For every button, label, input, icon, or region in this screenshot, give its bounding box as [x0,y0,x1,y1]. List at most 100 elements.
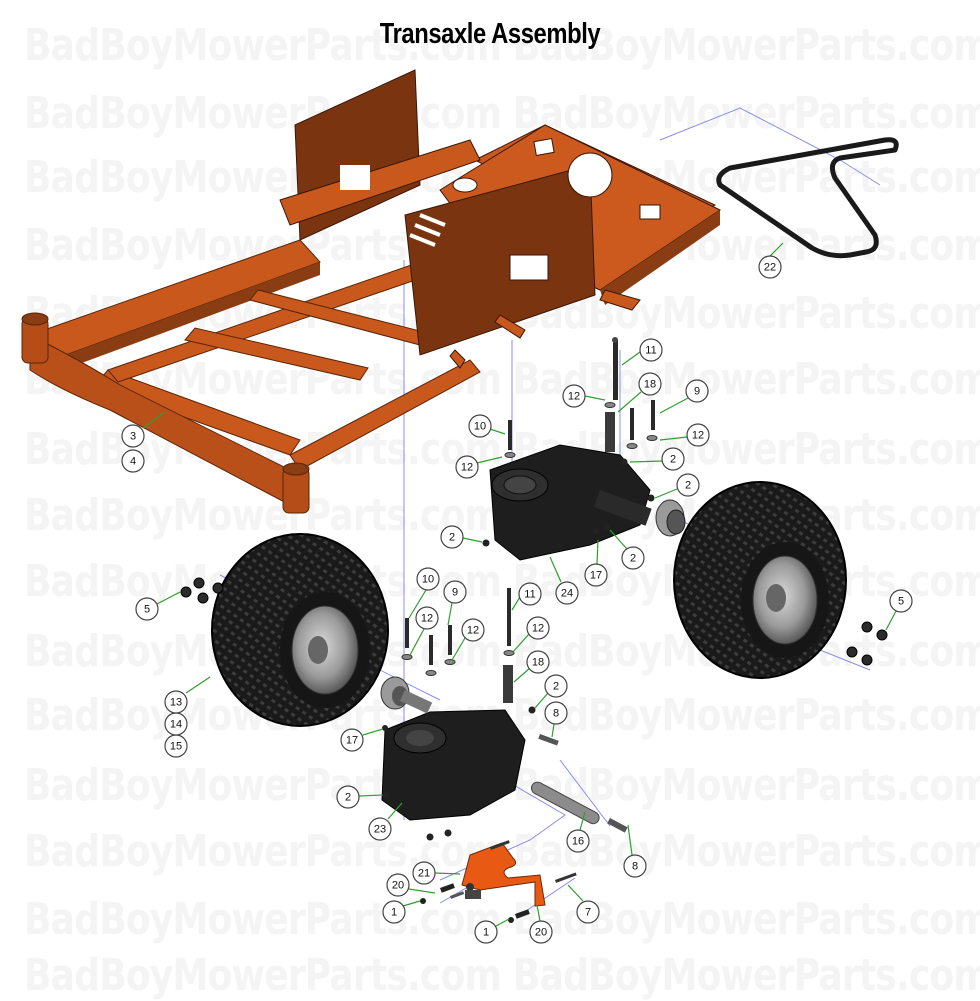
callout-1: 1 [382,900,406,924]
callout-10: 10 [468,414,492,438]
callout-circle [661,447,685,471]
callout-number: 11 [645,345,656,357]
callout-8: 8 [544,701,568,725]
callout-circle [639,338,663,362]
callout-13: 13 [164,690,188,714]
callout-2: 2 [661,447,685,471]
callout-number: 2 [685,480,691,492]
callout-number: 11 [524,589,535,601]
callout-number: 18 [532,657,544,669]
callout-2: 2 [676,473,700,497]
callout-12: 12 [455,455,479,479]
callout-circle [576,900,600,924]
callout-circle [382,900,406,924]
callout-circle [135,597,159,621]
callout-8: 8 [623,854,647,878]
callout-23: 23 [368,817,392,841]
callout-number: 2 [345,792,351,804]
bracket [420,840,577,923]
callout-number: 17 [590,570,602,582]
callout-15: 15 [164,734,188,758]
callout-circle [584,563,608,587]
rear-wheel-right [673,481,847,679]
callout-12: 12 [461,618,485,642]
callout-21: 21 [412,861,436,885]
callout-number: 8 [632,861,638,873]
callout-circle [386,873,410,897]
callout-1: 1 [474,920,498,944]
callout-11: 11 [518,582,542,606]
callout-14: 14 [164,712,188,736]
callout-circle [121,424,145,448]
callout-number: 23 [374,824,386,836]
callout-circle [440,525,464,549]
callout-17: 17 [340,728,364,752]
callout-11: 11 [639,338,663,362]
rear-wheel-left [211,533,389,727]
callout-18: 18 [526,650,550,674]
callout-circle [526,616,550,640]
callout-number: 9 [452,587,458,599]
callout-circle [121,449,145,473]
callout-4: 4 [121,449,145,473]
callout-circle [676,473,700,497]
callout-24: 24 [555,581,579,605]
callout-12: 12 [415,606,439,630]
callout-circle [526,650,550,674]
callout-22: 22 [758,255,782,279]
callout-circle [461,618,485,642]
callout-circle [455,455,479,479]
callout-number: 20 [392,880,404,892]
callout-10: 10 [416,567,440,591]
callout-circle [164,734,188,758]
callout-number: 10 [474,421,486,433]
callout-circle [468,414,492,438]
callout-number: 16 [572,836,584,848]
callout-2: 2 [440,525,464,549]
callout-2: 2 [544,674,568,698]
callout-number: 15 [170,741,182,753]
callout-9: 9 [443,580,467,604]
callout-circle [566,829,590,853]
drive-belt [716,137,899,259]
callout-number: 12 [532,623,544,635]
callout-number: 1 [483,927,489,939]
callout-circle [686,423,710,447]
callout-number: 4 [130,456,136,468]
callout-3: 3 [121,424,145,448]
callout-5: 5 [889,589,913,613]
lug-nuts [180,577,888,666]
callout-circle [443,580,467,604]
callout-circle [416,567,440,591]
callout-number: 1 [391,907,397,919]
callout-number: 24 [561,588,573,600]
callout-17: 17 [584,563,608,587]
callout-number: 2 [630,553,636,565]
callout-number: 10 [422,574,434,586]
callout-number: 12 [461,462,473,474]
callout-circle [336,785,360,809]
callout-5: 5 [135,597,159,621]
callout-16: 16 [566,829,590,853]
transaxle-left [380,676,526,821]
callout-number: 18 [644,379,656,391]
callout-number: 21 [418,868,430,880]
callout-circle [623,854,647,878]
callout-9: 9 [685,379,709,403]
callout-7: 7 [576,900,600,924]
callout-number: 2 [553,681,559,693]
callout-number: 12 [467,625,479,637]
callout-12: 12 [562,384,586,408]
callout-number: 12 [568,391,580,403]
callout-circle [544,701,568,725]
callout-circle [555,581,579,605]
callout-12: 12 [526,616,550,640]
callout-circle [529,920,553,944]
callout-number: 17 [346,735,358,747]
callout-number: 2 [670,454,676,466]
callout-number: 22 [764,262,776,274]
callout-number: 2 [449,532,455,544]
callout-number: 5 [144,604,150,616]
callout-12: 12 [686,423,710,447]
